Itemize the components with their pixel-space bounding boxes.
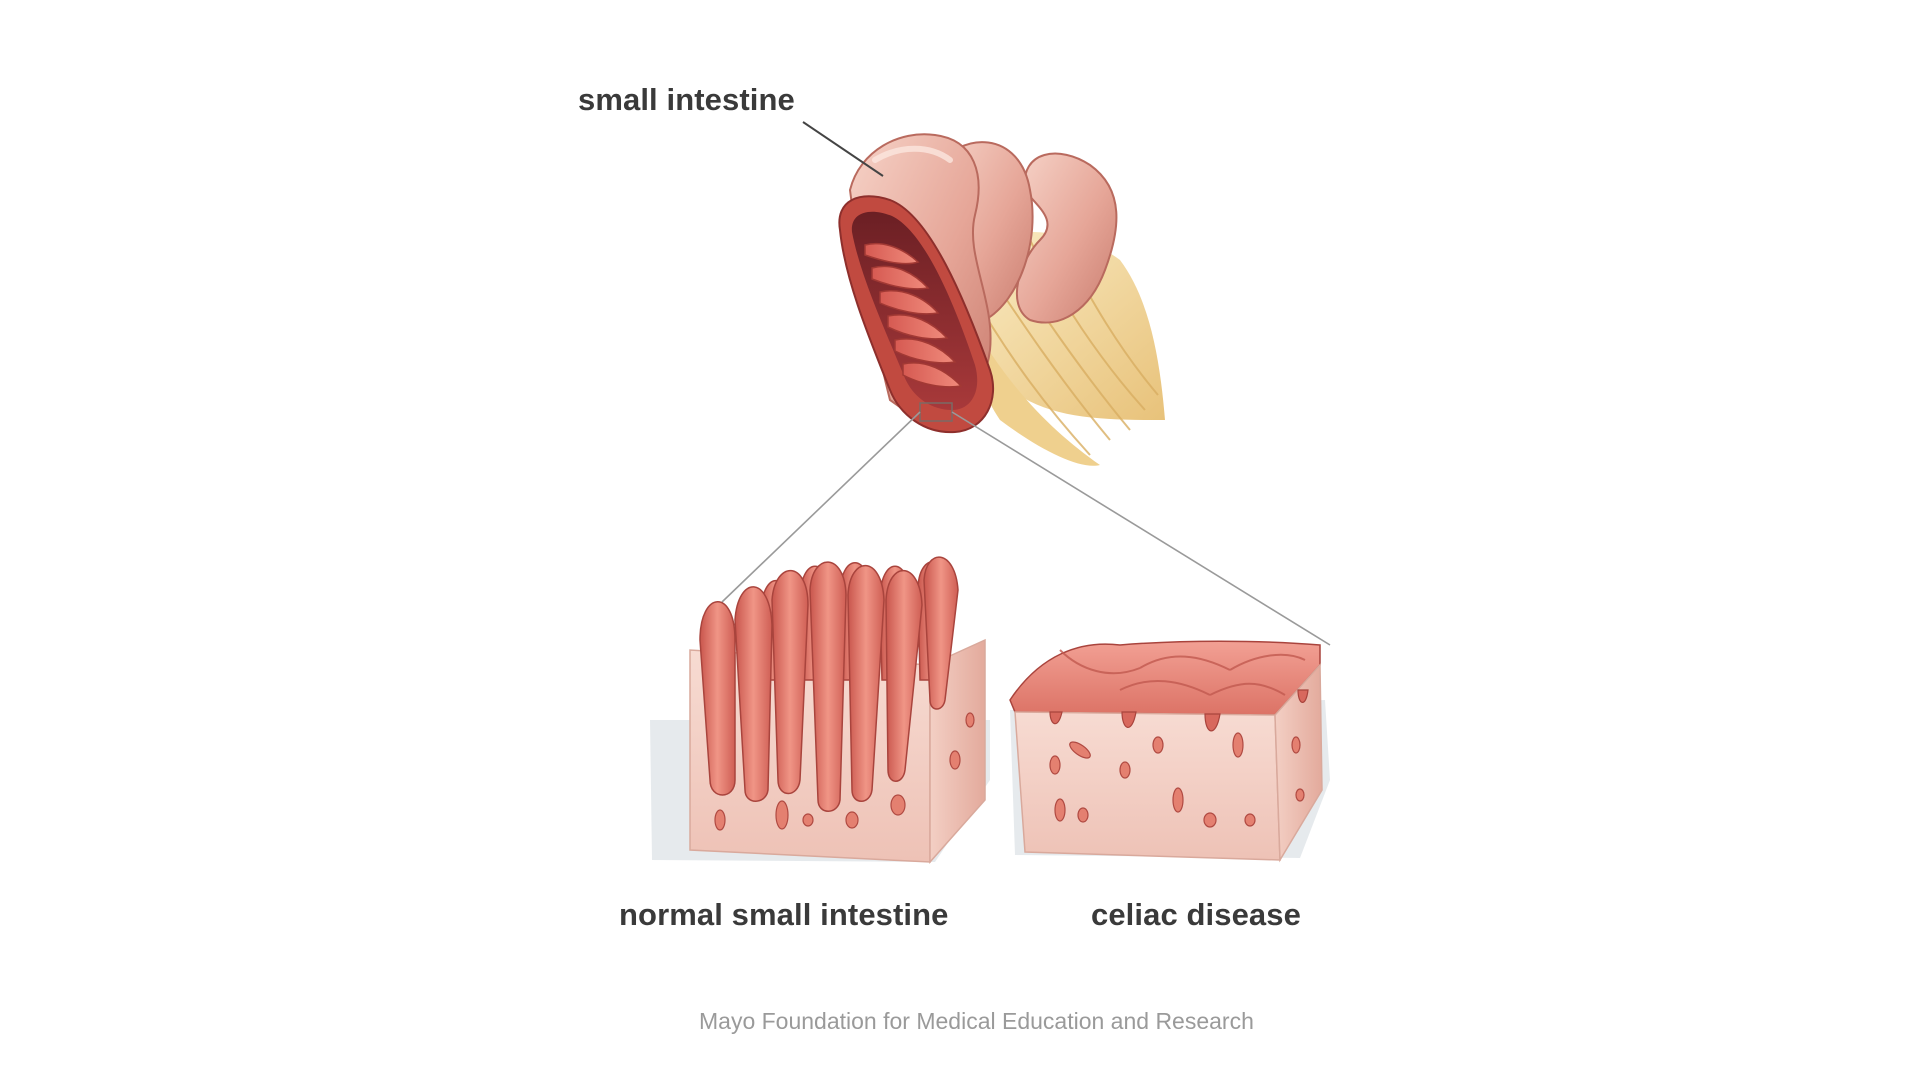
celiac-flattened-block xyxy=(1009,640,1330,863)
label-small-intestine: small intestine xyxy=(578,82,795,117)
label-celiac-disease: celiac disease xyxy=(1091,897,1301,932)
small-intestine-leader-line xyxy=(802,121,884,177)
normal-villi-block xyxy=(650,556,990,864)
image-credit: Mayo Foundation for Medical Education an… xyxy=(699,1008,1254,1034)
magnification-lines xyxy=(721,411,1331,646)
small-intestine-illustration xyxy=(838,133,1165,466)
label-normal-small-intestine: normal small intestine xyxy=(619,897,949,932)
